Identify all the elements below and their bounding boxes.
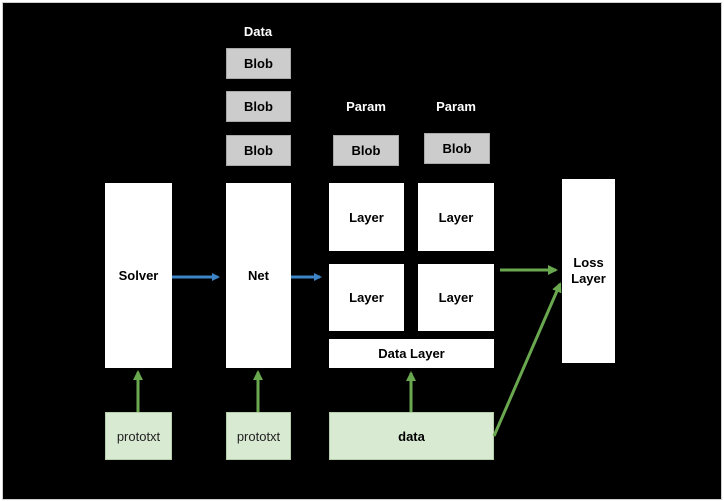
param-blob-2: Blob (424, 133, 490, 164)
layer-node-3: Layer (329, 264, 404, 331)
loss-layer-node: Loss Layer (562, 179, 615, 363)
layer-node-2: Layer (418, 183, 494, 251)
param-header-1: Param (346, 99, 386, 114)
data-blob-2: Blob (226, 91, 291, 122)
data-header: Data (243, 24, 273, 39)
param-header-2: Param (436, 99, 476, 114)
layer-node-1: Layer (329, 183, 404, 251)
data-to-loss-arrow (492, 282, 562, 437)
data-input-node: data (329, 412, 494, 460)
net-node: Net (226, 183, 291, 368)
net-prototxt-node: prototxt (226, 412, 291, 460)
solver-node: Solver (105, 183, 172, 368)
data-blob-3: Blob (226, 135, 291, 166)
param-blob-1: Blob (333, 135, 399, 166)
solver-prototxt-node: prototxt (105, 412, 172, 460)
data-blob-1: Blob (226, 48, 291, 79)
layer-node-4: Layer (418, 264, 494, 331)
data-layer-node: Data Layer (329, 339, 494, 368)
